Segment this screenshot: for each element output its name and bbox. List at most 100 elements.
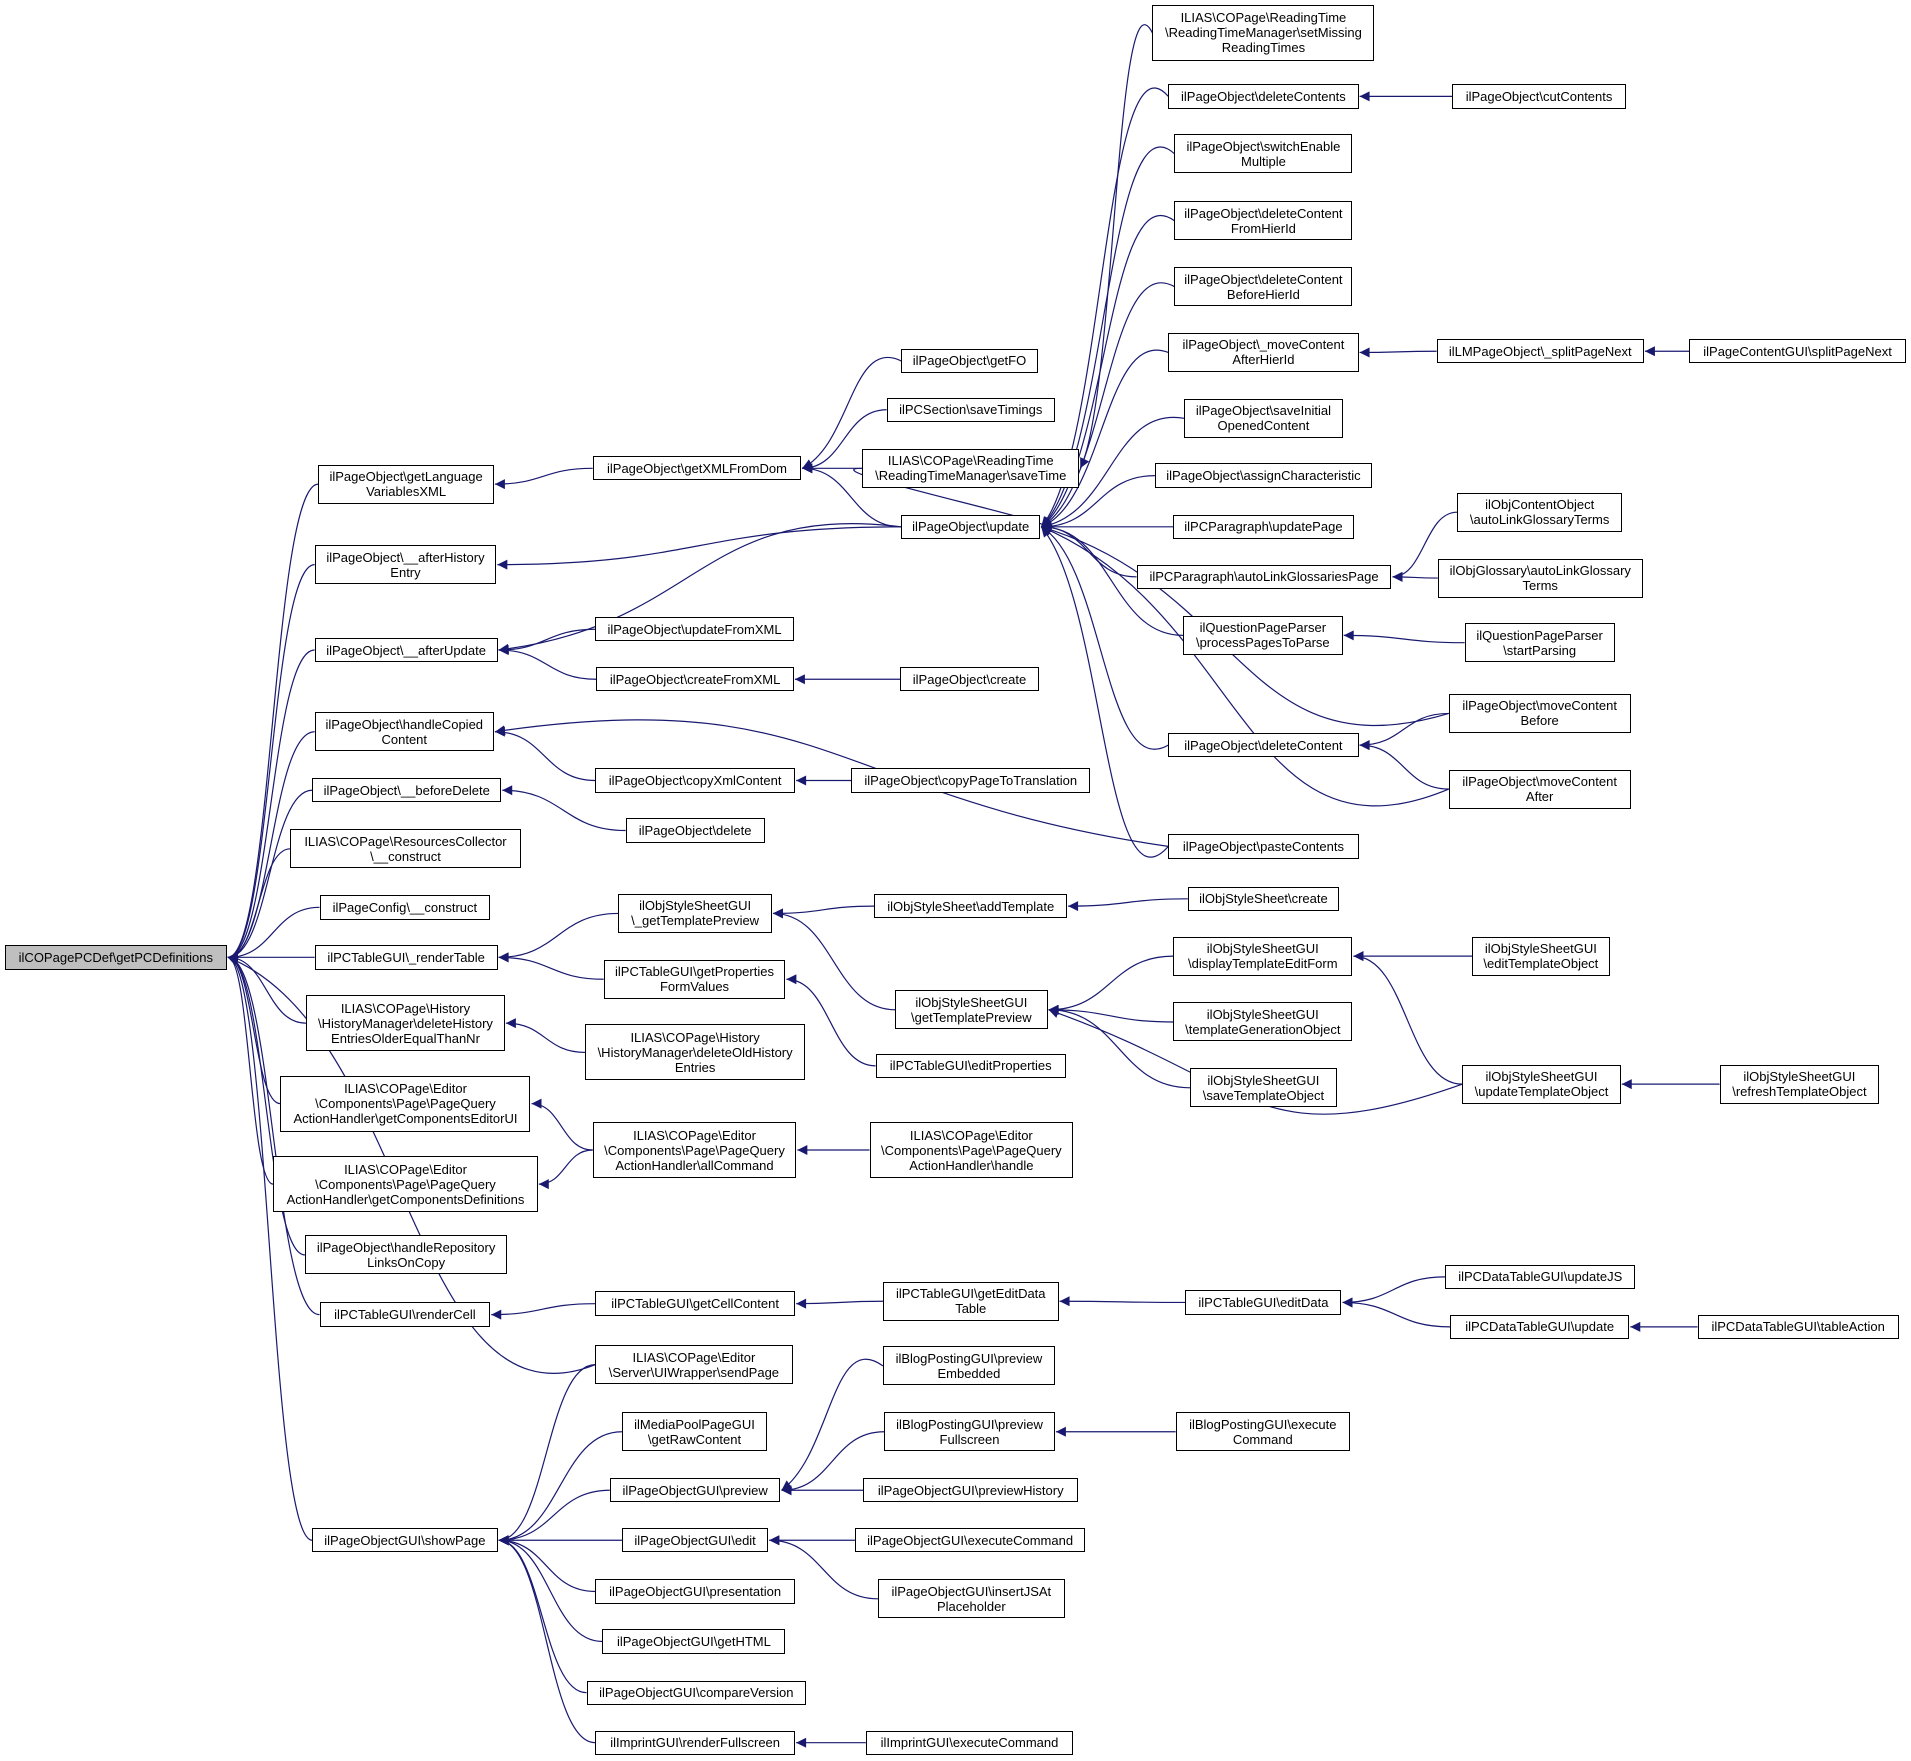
node-getTemplatePreview[interactable]: ilObjStyleSheetGUI\getTemplatePreview [895, 990, 1048, 1030]
node-saveTimings[interactable]: ilPCSection\saveTimings [886, 397, 1055, 422]
node-pcgSplitNext[interactable]: ilPageContentGUI\splitPageNext [1689, 339, 1907, 364]
node-displayTplEdit[interactable]: ilObjStyleSheetGUI\displayTemplateEditFo… [1173, 936, 1353, 976]
node-label-line: ilPageObject\pasteContents [1182, 838, 1344, 854]
node-tplGenObj[interactable]: ilObjStyleSheetGUI\templateGenerationObj… [1173, 1002, 1353, 1042]
node-cutContents[interactable]: ilPageObject\cutContents [1452, 84, 1626, 109]
node-ssCreate[interactable]: ilObjStyleSheet\create [1187, 886, 1340, 911]
node-copyPageToTranslation[interactable]: ilPageObject\copyPageToTranslation [851, 768, 1091, 793]
node-saveTplObj[interactable]: ilObjStyleSheetGUI\saveTemplateObject [1190, 1068, 1337, 1108]
node-update[interactable]: ilPageObject\update [901, 514, 1041, 540]
node-presentation[interactable]: ilPageObjectGUI\presentation [595, 1579, 796, 1604]
node-copyXmlContent[interactable]: ilPageObject\copyXmlContent [595, 768, 796, 793]
node-dtUpdate[interactable]: ilPCDataTableGUI\update [1450, 1314, 1630, 1340]
node-resColl[interactable]: ILIAS\COPage\ResourcesCollector\__constr… [290, 829, 521, 869]
node-label-line: ilObjStyleSheetGUI [1485, 1069, 1598, 1085]
node-qppProcess[interactable]: ilQuestionPageParser\processPagesToParse [1182, 615, 1343, 655]
node-previewHistory[interactable]: ilPageObjectGUI\previewHistory [863, 1478, 1079, 1503]
node-sendPage[interactable]: ILIAS\COPage\Editor\Server\UIWrapper\sen… [595, 1345, 793, 1385]
call-edge-displayTplEdit-to-getTemplatePreview [1048, 955, 1174, 1015]
node-pogExecCmd[interactable]: ilPageObjectGUI\executeCommand [854, 1528, 1086, 1553]
call-edge-setMissingRT-to-saveTime [1079, 24, 1153, 469]
node-label-line: ilPageObject\createFromXML [609, 671, 781, 687]
call-edge-delFromHierId-to-update [1040, 215, 1175, 528]
node-label-line: ilObjStyleSheetGUI [915, 994, 1028, 1010]
node-showPage[interactable]: ilPageObjectGUI\showPage [312, 1528, 498, 1553]
node-getTemplatePreviewStatic[interactable]: ilObjStyleSheetGUI\_getTemplatePreview [618, 893, 772, 933]
node-autoLinkGlossTerms[interactable]: ilObjContentObject\autoLinkGlossaryTerms [1457, 492, 1622, 532]
node-label-line: ilPageObject\switchEnable [1186, 138, 1341, 154]
node-deleteContents[interactable]: ilPageObject\deleteContents [1168, 84, 1359, 109]
node-compareVersion[interactable]: ilPageObjectGUI\compareVersion [586, 1680, 807, 1705]
node-getCompEditorUI[interactable]: ILIAS\COPage\Editor\Components\Page\Page… [280, 1075, 531, 1132]
call-edge-editData-to-getEditDataTable [1059, 1296, 1186, 1307]
node-preview[interactable]: ilPageObjectGUI\preview [609, 1478, 781, 1503]
node-beforeDelete[interactable]: ilPageObject\__beforeDelete [312, 778, 502, 803]
node-delHistNr[interactable]: ILIAS\COPage\History\HistoryManager\dele… [306, 995, 505, 1052]
node-pqHandle[interactable]: ILIAS\COPage\Editor\Components\Page\Page… [869, 1121, 1074, 1179]
node-updateTplObj[interactable]: ilObjStyleSheetGUI\updateTemplateObject [1462, 1064, 1621, 1104]
node-dtTableAction[interactable]: ilPCDataTableGUI\tableAction [1697, 1314, 1899, 1340]
node-renderTable[interactable]: ilPCTableGUI\_renderTable [314, 945, 498, 970]
node-qppStart[interactable]: ilQuestionPageParser\startParsing [1464, 623, 1615, 663]
node-imprintExecCmd[interactable]: ilImprintGUI\executeCommand [865, 1730, 1074, 1755]
node-getXMLFromDom[interactable]: ilPageObject\getXMLFromDom [592, 456, 802, 481]
node-pageConfig[interactable]: ilPageConfig\__construct [319, 895, 491, 920]
node-autoLinkGlossPage[interactable]: ilPCParagraph\autoLinkGlossariesPage [1136, 564, 1392, 590]
node-delete[interactable]: ilPageObject\delete [625, 818, 765, 843]
node-editProperties[interactable]: ilPCTableGUI\editProperties [875, 1053, 1066, 1079]
node-splitPageNext[interactable]: ilLMPageObject\_splitPageNext [1436, 339, 1644, 364]
node-getHTML[interactable]: ilPageObjectGUI\getHTML [602, 1629, 786, 1654]
node-getFO[interactable]: ilPageObject\getFO [901, 348, 1038, 374]
node-getRawContent[interactable]: ilMediaPoolPageGUI\getRawContent [621, 1412, 768, 1452]
node-renderCell[interactable]: ilPCTableGUI\renderCell [319, 1302, 491, 1327]
node-assignChar[interactable]: ilPageObject\assignCharacteristic [1154, 463, 1372, 488]
node-setMissingRT[interactable]: ILIAS\COPage\ReadingTime\ReadingTimeMana… [1152, 4, 1375, 61]
node-create[interactable]: ilPageObject\create [900, 667, 1040, 692]
node-root[interactable]: ilCOPagePCDef\getPCDefinitions [4, 945, 227, 970]
node-label-line: ilPageObjectGUI\getHTML [616, 1633, 771, 1649]
node-dtUpdateJS[interactable]: ilPCDataTableGUI\updateJS [1445, 1264, 1636, 1290]
node-addTemplate[interactable]: ilObjStyleSheet\addTemplate [874, 893, 1068, 919]
node-label-line: ILIAS\COPage\Editor [632, 1349, 756, 1365]
node-edit[interactable]: ilPageObjectGUI\edit [621, 1528, 769, 1553]
node-allCommand[interactable]: ILIAS\COPage\Editor\Components\Page\Page… [592, 1121, 797, 1179]
call-edge-presentation-to-showPage [498, 1535, 596, 1593]
node-getCellContent[interactable]: ilPCTableGUI\getCellContent [595, 1291, 796, 1316]
node-deleteOldHistory[interactable]: ILIAS\COPage\History\HistoryManager\dele… [585, 1024, 805, 1081]
node-saveTime[interactable]: ILIAS\COPage\ReadingTime\ReadingTimeMana… [862, 448, 1080, 488]
node-afterUpdate[interactable]: ilPageObject\__afterUpdate [314, 637, 498, 663]
node-paraUpdatePage[interactable]: ilPCParagraph\updatePage [1173, 514, 1354, 540]
node-refreshTplObj[interactable]: ilObjStyleSheetGUI\refreshTemplateObject [1719, 1064, 1880, 1104]
node-createFromXML[interactable]: ilPageObject\createFromXML [596, 667, 794, 692]
node-pasteContents[interactable]: ilPageObject\pasteContents [1168, 834, 1359, 859]
node-editTplObj[interactable]: ilObjStyleSheetGUI\editTemplateObject [1471, 936, 1610, 976]
node-updateFromXML[interactable]: ilPageObject\updateFromXML [595, 617, 794, 642]
node-imprintRenderFS[interactable]: ilImprintGUI\renderFullscreen [595, 1730, 796, 1755]
node-label-line: Fullscreen [939, 1431, 1000, 1447]
node-label-line: ilImprintGUI\executeCommand [880, 1735, 1059, 1751]
node-getCompDefs[interactable]: ILIAS\COPage\Editor\Components\Page\Page… [273, 1156, 538, 1213]
node-editData[interactable]: ilPCTableGUI\editData [1185, 1290, 1342, 1315]
node-label-line: ILIAS\COPage\Editor [909, 1127, 1033, 1143]
node-deleteContent[interactable]: ilPageObject\deleteContent [1168, 732, 1359, 758]
node-label-line: ActionHandler\getComponentsDefinitions [286, 1191, 525, 1207]
node-label-line: ilPageObject\__beforeDelete [323, 782, 490, 798]
